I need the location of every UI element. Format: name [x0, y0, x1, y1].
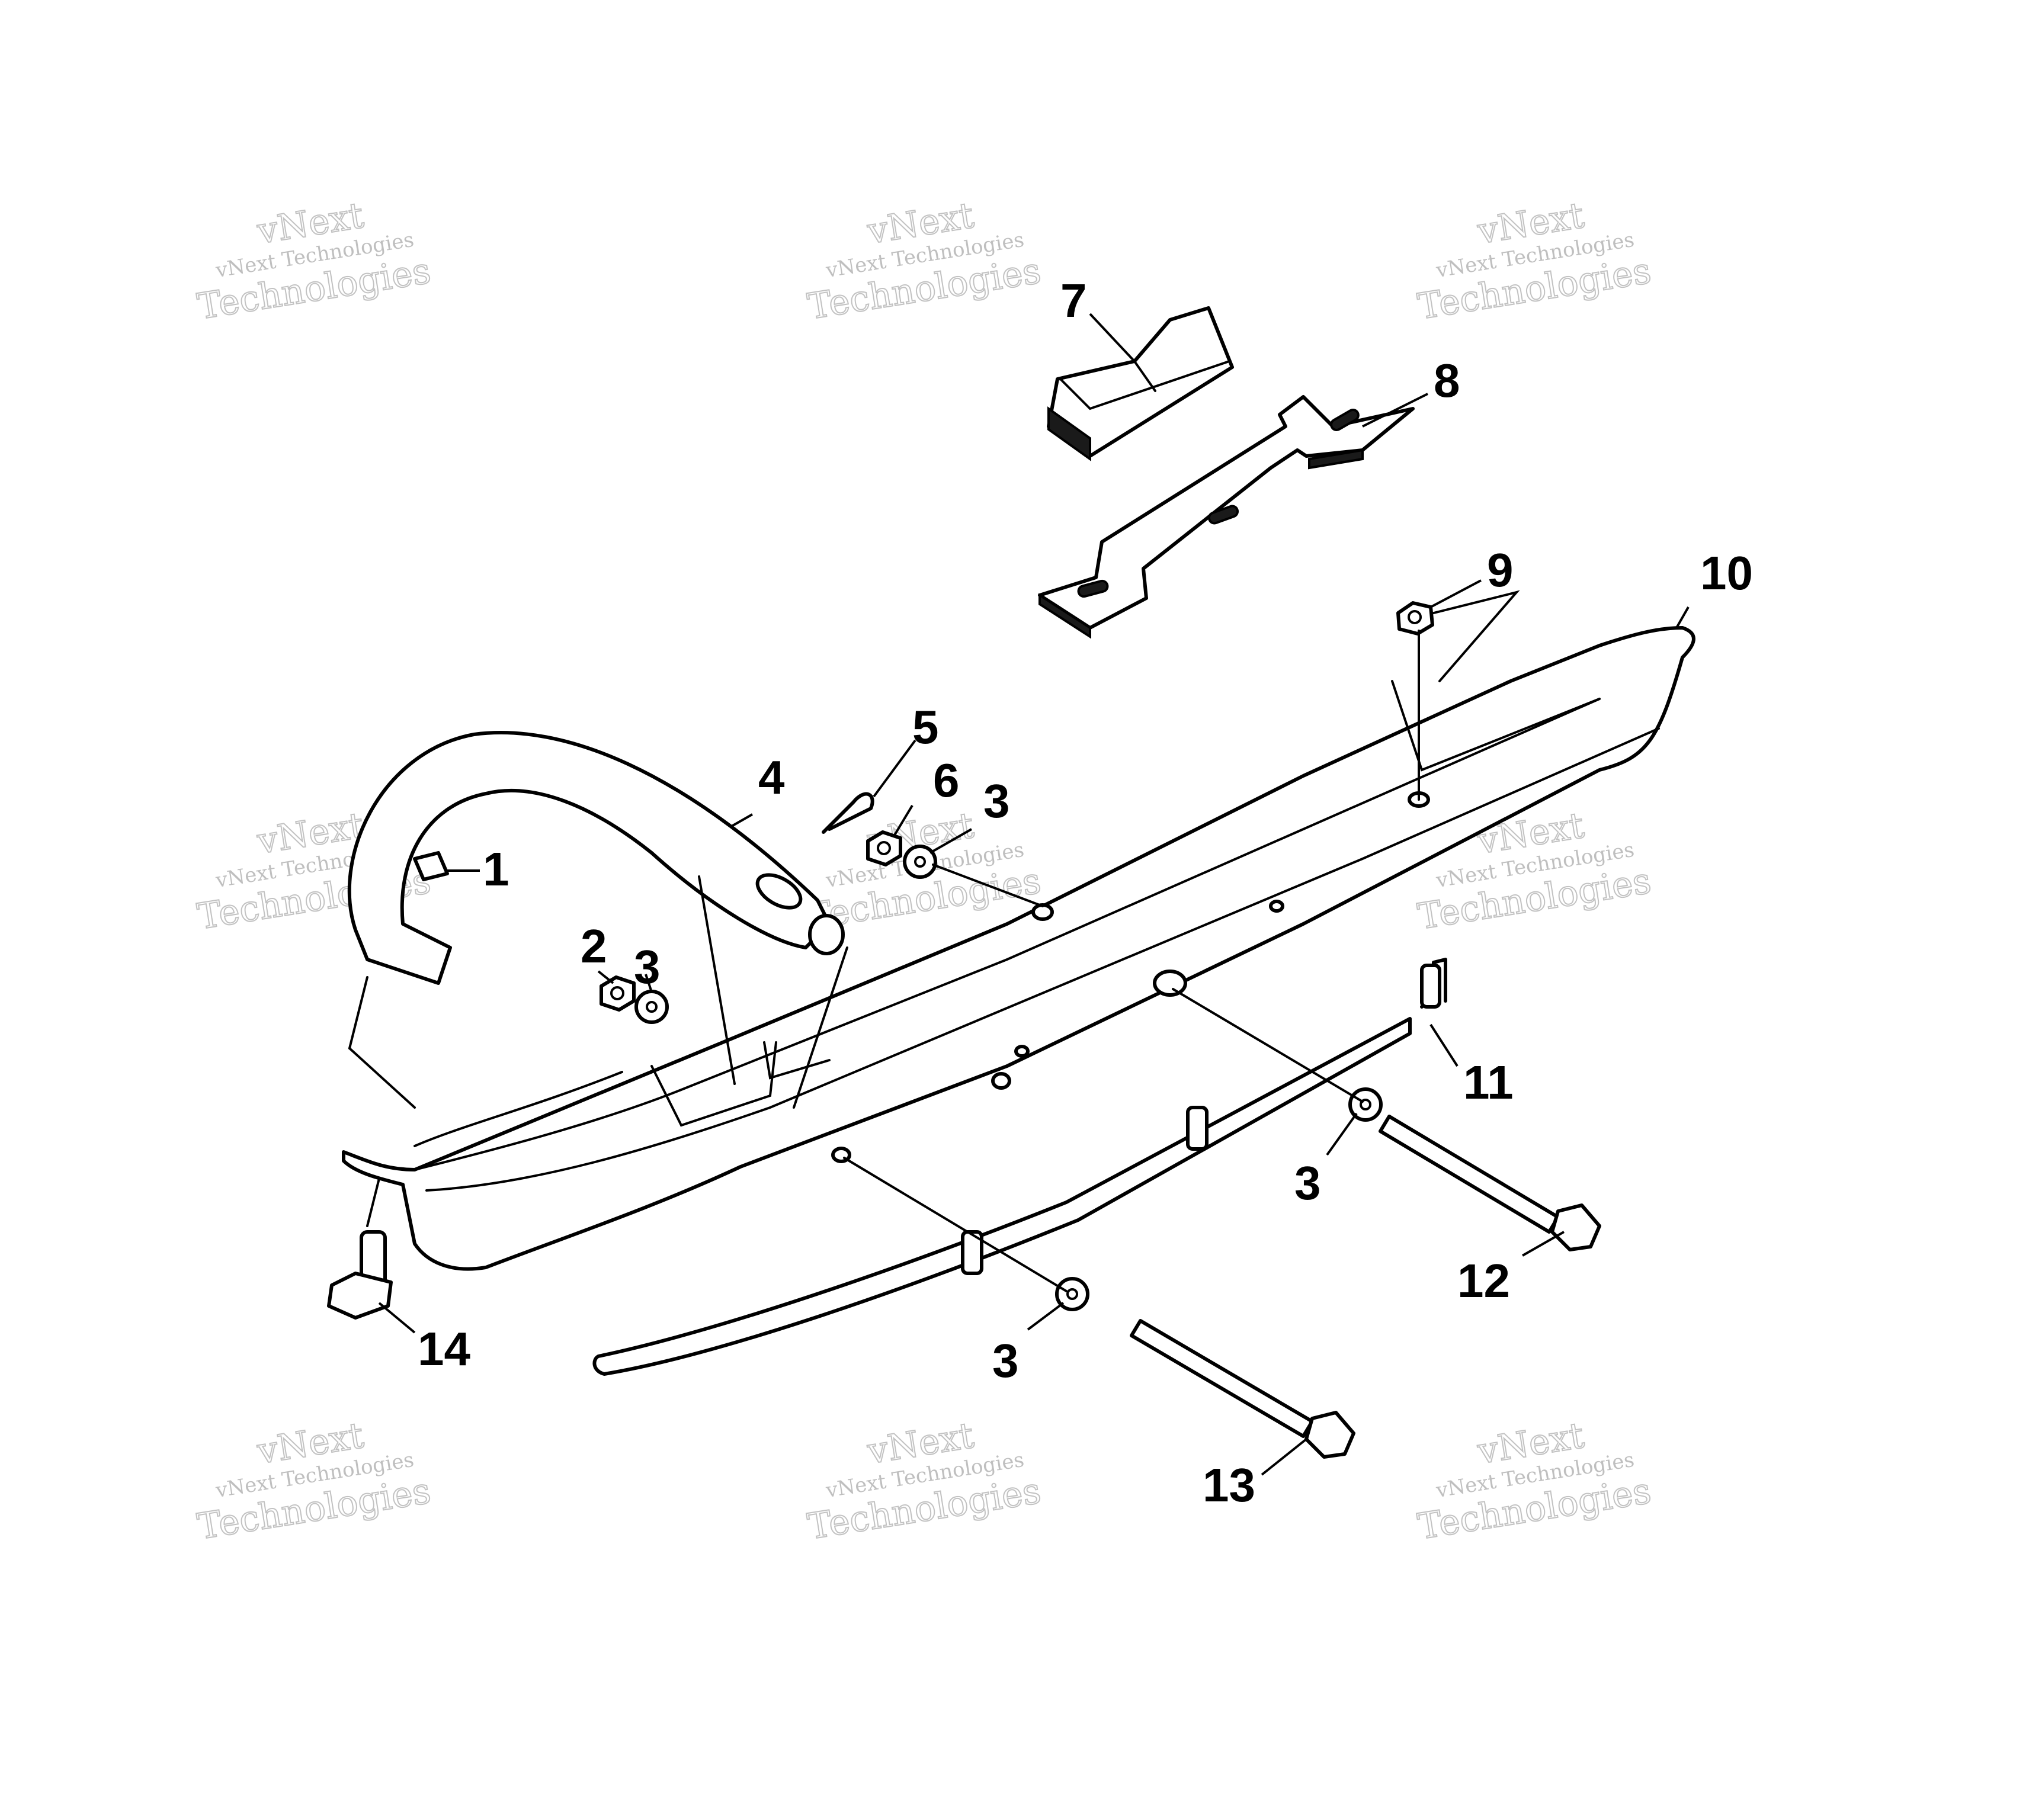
callout-3: 3 [1294, 1157, 1321, 1209]
callout-14: 14 [418, 1323, 470, 1375]
watermark: vNext vNext Technologies Technologies [804, 1414, 1044, 1549]
part-8-bracket [1038, 395, 1415, 639]
callout-9: 9 [1487, 544, 1514, 596]
part-6-nut [866, 830, 902, 866]
part-9-nut [1396, 601, 1434, 635]
watermark: vNext vNext Technologies Technologies [1415, 1414, 1655, 1549]
part-2-nut [600, 975, 636, 1012]
part-10-ski [342, 590, 1695, 1271]
callout-2: 2 [581, 920, 607, 972]
part-3-washer-c [1348, 1087, 1383, 1122]
callout-5: 5 [912, 701, 939, 753]
watermark: vNext vNext Technologies Technologies [194, 194, 434, 329]
callout-12: 12 [1457, 1254, 1510, 1307]
leader-lines [378, 313, 1690, 1476]
callout-3: 3 [983, 775, 1010, 827]
callout-3: 3 [634, 941, 661, 993]
callout-3: 3 [992, 1334, 1019, 1387]
watermark: vNext vNext Technologies Technologies [194, 1414, 434, 1549]
callout-1: 1 [483, 843, 509, 895]
callout-labels: 1 2 3 4 5 6 3 7 8 9 10 11 3 12 3 13 14 [418, 274, 1753, 1511]
part-3-washer-b [903, 845, 937, 879]
part-13-long-bolt [1130, 1319, 1355, 1459]
callout-11: 11 [1463, 1056, 1514, 1109]
part-3-washer-d [1055, 1277, 1089, 1311]
callout-6: 6 [933, 754, 960, 807]
callout-7: 7 [1060, 274, 1087, 327]
watermark: vNext vNext Technologies Technologies [804, 194, 1044, 329]
part-7-saddle [1047, 306, 1234, 461]
callout-10: 10 [1700, 547, 1753, 599]
part-14-bolt [327, 1230, 393, 1320]
part-3-washer-a [634, 990, 669, 1024]
part-5-cotter-pin [822, 792, 874, 834]
watermark-tiles: vNext vNext Technologies Technologies vN… [194, 194, 1655, 1549]
part-4-ski-loop [347, 731, 845, 985]
part-12-long-bolt [1379, 1115, 1601, 1251]
callout-13: 13 [1203, 1459, 1255, 1511]
watermark: vNext vNext Technologies Technologies [1415, 194, 1655, 329]
part-11-wear-bar [592, 958, 1447, 1376]
callout-8: 8 [1434, 354, 1460, 407]
callout-4: 4 [758, 751, 785, 804]
assembly-lines [348, 630, 1420, 1292]
